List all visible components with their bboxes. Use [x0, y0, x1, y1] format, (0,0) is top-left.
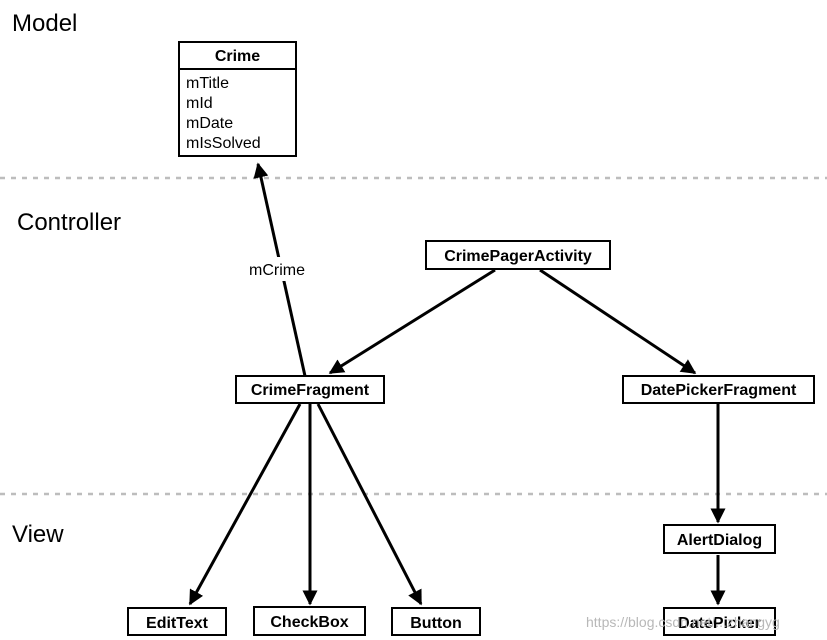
- date-picker-label: DatePicker: [678, 615, 761, 632]
- edge-crimefragment-to-button: [316, 403, 423, 606]
- edit-text-label: EditText: [146, 615, 209, 632]
- crime-field-mdate: mDate: [186, 115, 233, 132]
- watermark-text: https://blog.csdn.net/...zhangyg: [586, 614, 780, 630]
- crime-fragment-label: CrimeFragment: [251, 382, 370, 399]
- button-label: Button: [410, 615, 462, 632]
- date-picker-box: DatePicker: [663, 607, 776, 636]
- crime-class-box: Crime mTitle mId mDate mIsSolved: [178, 41, 297, 157]
- alert-dialog-box: AlertDialog: [663, 524, 776, 554]
- edit-text-box: EditText: [127, 607, 227, 636]
- edge-label-mcrime: mCrime: [249, 262, 305, 279]
- date-picker-fragment-box: DatePickerFragment: [622, 375, 815, 404]
- check-box-label: CheckBox: [270, 614, 348, 631]
- view-layer-label: View: [12, 521, 64, 548]
- crime-pager-activity-box: CrimePagerActivity: [425, 240, 611, 270]
- edge-crimefragment-to-edittext: [188, 403, 302, 606]
- edge-label-background: [246, 257, 314, 281]
- button-box: Button: [391, 607, 481, 636]
- check-box-box: CheckBox: [253, 606, 366, 636]
- crime-fragment-box: CrimeFragment: [235, 375, 385, 404]
- crime-pager-activity-label: CrimePagerActivity: [444, 248, 592, 265]
- crime-class-title: Crime: [215, 48, 260, 65]
- edge-pager-to-crimefragment: [328, 268, 496, 375]
- crime-field-mid: mId: [186, 95, 213, 112]
- date-picker-fragment-label: DatePickerFragment: [641, 382, 797, 399]
- alert-dialog-label: AlertDialog: [677, 532, 762, 549]
- crime-field-missolved: mIsSolved: [186, 135, 261, 152]
- model-layer-label: Model: [12, 10, 77, 37]
- crime-field-mtitle: mTitle: [186, 75, 229, 92]
- controller-layer-label: Controller: [17, 209, 121, 236]
- edge-pager-to-datepickerfragment: [539, 268, 697, 375]
